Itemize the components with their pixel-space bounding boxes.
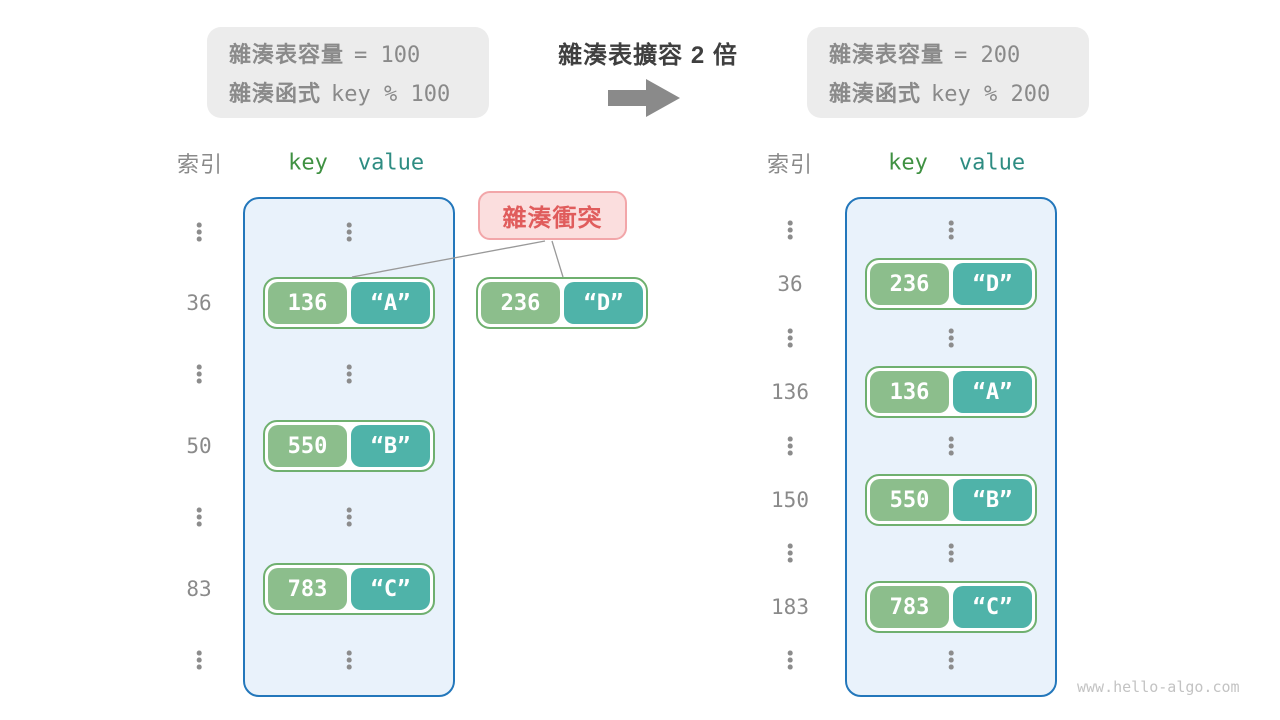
capacity-line: 雜湊表容量 = 200 — [829, 37, 1089, 69]
pair-783-C: 783 “C” — [865, 581, 1037, 633]
ellipsis-icon — [346, 507, 352, 527]
ellipsis-icon — [948, 328, 954, 348]
right-row-index: 150 — [771, 488, 809, 512]
right-row-index: 183 — [771, 595, 809, 619]
ellipsis-icon — [196, 507, 202, 527]
capacity-after-box: 雜湊表容量 = 200 雜湊函式 key % 200 — [807, 27, 1089, 118]
capacity-label: 雜湊表容量 — [829, 42, 945, 67]
capacity-before-box: 雜湊表容量 = 100 雜湊函式 key % 100 — [207, 27, 489, 118]
hash-function-line: 雜湊函式 key % 100 — [229, 76, 489, 108]
capacity-value: = 100 — [354, 43, 421, 68]
ellipsis-icon — [948, 650, 954, 670]
ellipsis-icon — [346, 222, 352, 242]
pair-value: “C” — [351, 568, 430, 610]
left-header-key: key — [288, 150, 328, 176]
hash-function-line: 雜湊函式 key % 200 — [829, 76, 1089, 108]
ellipsis-icon — [196, 364, 202, 384]
ellipsis-icon — [196, 222, 202, 242]
capacity-value: = 200 — [954, 43, 1021, 68]
ellipsis-icon — [787, 436, 793, 456]
pair-550-B: 550 “B” — [865, 474, 1037, 526]
pair-value: “B” — [351, 425, 430, 467]
pair-236-D: 236 “D” — [865, 258, 1037, 310]
pair-236-D-colliding: 236 “D” — [476, 277, 648, 329]
pair-value: “A” — [953, 371, 1032, 413]
pair-value: “C” — [953, 586, 1032, 628]
pair-key: 236 — [481, 282, 560, 324]
pair-value: “A” — [351, 282, 430, 324]
watermark: www.hello-algo.com — [1077, 678, 1240, 696]
pair-550-B: 550 “B” — [263, 420, 435, 472]
ellipsis-icon — [346, 364, 352, 384]
pair-value: “B” — [953, 479, 1032, 521]
pair-783-C: 783 “C” — [263, 563, 435, 615]
pair-key: 550 — [870, 479, 949, 521]
pair-136-A: 136 “A” — [263, 277, 435, 329]
ellipsis-icon — [948, 543, 954, 563]
hash-function-value: key % 100 — [331, 82, 451, 107]
pair-key: 783 — [870, 586, 949, 628]
pair-key: 550 — [268, 425, 347, 467]
ellipsis-icon — [787, 650, 793, 670]
collision-callout: 雜湊衝突 — [478, 191, 627, 240]
ellipsis-icon — [787, 543, 793, 563]
transition-title: 雜湊表擴容 2 倍 — [558, 42, 738, 69]
right-row-index: 136 — [771, 380, 809, 404]
pair-value: “D” — [953, 263, 1032, 305]
pair-136-A: 136 “A” — [865, 366, 1037, 418]
right-row-index: 36 — [777, 272, 803, 296]
pair-key: 136 — [870, 371, 949, 413]
ellipsis-icon — [948, 220, 954, 240]
left-row-index: 36 — [186, 291, 212, 315]
ellipsis-icon — [787, 220, 793, 240]
right-header-value: value — [958, 150, 1026, 176]
pair-value: “D” — [564, 282, 643, 324]
capacity-label: 雜湊表容量 — [229, 42, 345, 67]
ellipsis-icon — [346, 650, 352, 670]
hash-function-value: key % 200 — [931, 82, 1051, 107]
left-row-index: 50 — [186, 434, 212, 458]
ellipsis-icon — [948, 436, 954, 456]
ellipsis-icon — [196, 650, 202, 670]
pair-key: 783 — [268, 568, 347, 610]
left-header-index: 索引 — [176, 152, 224, 177]
pair-key: 136 — [268, 282, 347, 324]
right-header-key: key — [888, 150, 928, 176]
right-header-index: 索引 — [766, 152, 814, 177]
hash-function-label: 雜湊函式 — [829, 81, 922, 106]
capacity-line: 雜湊表容量 = 100 — [229, 37, 489, 69]
ellipsis-icon — [787, 328, 793, 348]
hash-function-label: 雜湊函式 — [229, 81, 322, 106]
left-row-index: 83 — [186, 577, 212, 601]
left-header-value: value — [357, 150, 425, 176]
pair-key: 236 — [870, 263, 949, 305]
